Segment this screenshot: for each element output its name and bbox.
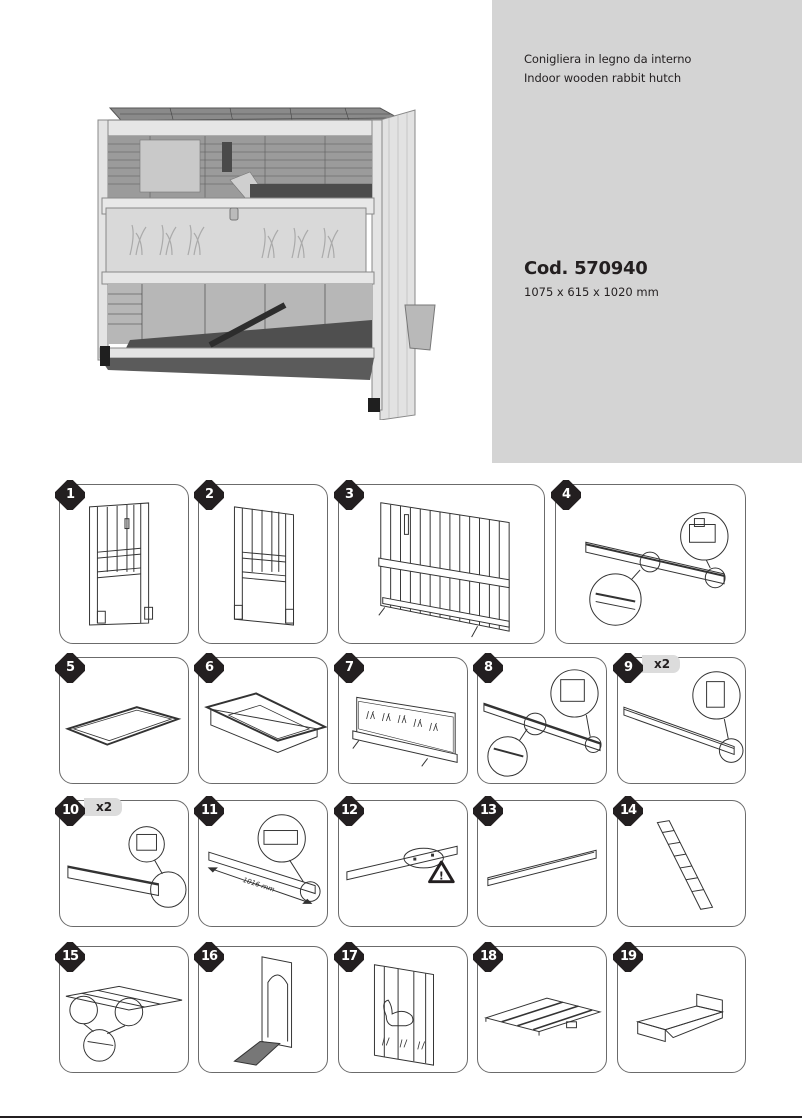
step-number-badge: 19: [613, 942, 643, 972]
product-info-panel: Conigliera in legno da interno Indoor wo…: [492, 0, 802, 463]
grooved-rail-slots-illustration: [483, 669, 602, 777]
step-10-box: x2 10: [55, 796, 189, 927]
product-title-english: Indoor wooden rabbit hutch: [524, 71, 682, 85]
product-photo: [80, 80, 452, 421]
step-9-box: x2 9: [613, 653, 746, 784]
step-number-badge: 11: [194, 796, 224, 826]
step-1-box: 1: [55, 480, 189, 644]
step-number-badge: 14: [613, 796, 643, 826]
step-number-badge: 6: [194, 653, 224, 683]
front-grass-panel-illustration: [352, 696, 458, 767]
step-number-badge: 2: [194, 480, 224, 510]
quantity-tag: x2: [642, 655, 681, 673]
back-panel-illustration: [378, 502, 510, 638]
side-frame-left-illustration: [89, 502, 154, 626]
side-frame-right-illustration: [233, 506, 295, 626]
step-number-badge: 15: [55, 942, 85, 972]
step-number-badge: 10: [55, 796, 85, 826]
step-4-box: 4: [551, 480, 746, 644]
step-2-box: 2: [194, 480, 328, 644]
bar-with-holes-illustration: !: [346, 845, 458, 884]
quantity-tag: x2: [84, 798, 123, 816]
deep-tray-illustration: [204, 692, 327, 754]
step-number-badge: 17: [334, 942, 364, 972]
grooved-rail-detail-illustration: [585, 512, 729, 626]
step-number-badge: 12: [334, 796, 364, 826]
step-7-box: 7: [334, 653, 468, 784]
plain-bar-illustration: [487, 849, 597, 887]
product-title-italian: Conigliera in legno da interno: [524, 52, 692, 66]
step-number-badge: 16: [194, 942, 224, 972]
step-8-box: 8: [473, 653, 607, 784]
door-rabbit-motif-illustration: [373, 964, 435, 1066]
bar-measure-illustration: 1016 mm: [207, 814, 321, 904]
door-with-ramp-illustration: [233, 956, 293, 1066]
step-12-box: ! 12: [334, 796, 468, 927]
short-rail-illustration: [67, 826, 187, 908]
platform-shelf-illustration: [65, 985, 183, 1062]
step-number-badge: 9: [613, 653, 643, 683]
step-number-badge: 4: [551, 480, 581, 510]
rabbit-hutch-illustration: [97, 107, 436, 421]
step-15-box: 15: [55, 942, 189, 1073]
warning-icon: !: [439, 870, 444, 883]
ramp-ladder-illustration: [656, 820, 714, 910]
rail-illustration: [623, 671, 744, 763]
step-number-badge: 13: [473, 796, 503, 826]
small-shelf-illustration: [635, 993, 725, 1043]
slatted-floor-illustration: [484, 997, 602, 1036]
product-dimensions: 1075 x 615 x 1020 mm: [524, 285, 659, 299]
step-number-badge: 8: [473, 653, 503, 683]
step-14-box: 14: [613, 796, 746, 927]
step-number-badge: 18: [473, 942, 503, 972]
step-number-badge: 7: [334, 653, 364, 683]
flat-tray-illustration: [64, 706, 182, 746]
step-6-box: 6: [194, 653, 328, 784]
step-11-box: 1016 mm 11: [194, 796, 328, 927]
step-3-box: 3: [334, 480, 545, 644]
step-number-badge: 1: [55, 480, 85, 510]
step-16-box: 16: [194, 942, 328, 1073]
product-code: Cod. 570940: [524, 258, 648, 279]
measure-label: 1016 mm: [242, 876, 276, 894]
step-13-box: 13: [473, 796, 607, 927]
step-17-box: 17: [334, 942, 468, 1073]
step-19-box: 19: [613, 942, 746, 1073]
footer-rule: [0, 1116, 802, 1118]
step-18-box: 18: [473, 942, 607, 1073]
step-number-badge: 5: [55, 653, 85, 683]
step-5-box: 5: [55, 653, 189, 784]
step-number-badge: 3: [334, 480, 364, 510]
